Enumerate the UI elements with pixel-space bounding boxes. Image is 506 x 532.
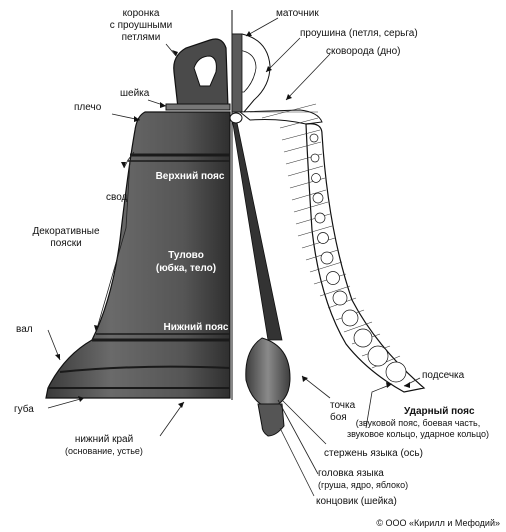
label-sterzhen: стержень языка (ось) bbox=[324, 448, 423, 459]
label-koronka-3: петлями bbox=[122, 32, 161, 43]
leader-lines bbox=[47, 17, 421, 497]
label-podsechka: подсечка bbox=[422, 370, 465, 381]
bell-cross-section bbox=[231, 33, 426, 393]
label-skovoroda: сковорода (дно) bbox=[326, 46, 400, 57]
crown-right-outline bbox=[232, 33, 271, 113]
label-udarniy-poyas: Ударный пояс bbox=[404, 406, 475, 417]
arrow-heads bbox=[55, 31, 410, 408]
label-koncovik: концовик (шейка) bbox=[316, 496, 397, 507]
label-golovka: головка языка bbox=[318, 468, 384, 479]
lip-ring bbox=[59, 365, 231, 373]
label-koronka-1: коронка bbox=[123, 8, 160, 19]
bell-left-half: Верхний пояс Тулово (юбка, тело) Нижний … bbox=[45, 38, 231, 399]
body-label: Тулово bbox=[168, 250, 204, 261]
crown-hole bbox=[193, 55, 217, 87]
clapper bbox=[229, 112, 291, 437]
label-tochka-boya-1: точка bbox=[330, 400, 356, 411]
label-plecho: плечо bbox=[74, 102, 102, 113]
label-golovka-sub: (груша, ядро, яблоко) bbox=[318, 480, 408, 490]
label-matochnik: маточник bbox=[276, 8, 319, 19]
label-udarniy-sub-1: (звуковой пояс, боевая часть, bbox=[356, 418, 480, 428]
label-udarniy-sub-2: звуковое кольцо, ударное кольцо) bbox=[347, 429, 489, 439]
label-nizhniy-kray-sub: (основание, устье) bbox=[65, 446, 143, 456]
label-decor-1: Декоративные bbox=[32, 226, 99, 237]
clapper-top-ring bbox=[229, 112, 243, 124]
clapper-head bbox=[245, 337, 291, 409]
label-tochka-boya-2: боя bbox=[330, 411, 347, 423]
label-val: вал bbox=[16, 324, 33, 335]
clapper-tail bbox=[257, 403, 285, 437]
crown-right-inner bbox=[237, 49, 257, 93]
lower-belt-label: Нижний пояс bbox=[164, 322, 229, 333]
neck-ring bbox=[165, 103, 231, 111]
label-guba: губа bbox=[14, 403, 34, 415]
wall-thickness-circles bbox=[309, 133, 407, 383]
matochnik-block bbox=[231, 33, 243, 113]
label-svod: свод bbox=[106, 192, 128, 203]
clapper-rod bbox=[231, 117, 283, 341]
cross-section-top bbox=[238, 109, 323, 125]
label-sheyka: шейка bbox=[120, 88, 150, 99]
label-proushina: проушина (петля, серьга) bbox=[300, 28, 418, 39]
body-sub-label: (юбка, тело) bbox=[156, 262, 216, 274]
upper-belt-label: Верхний пояс bbox=[156, 171, 225, 182]
label-nizhniy-kray: нижний край bbox=[75, 434, 133, 445]
label-koronka-2: с проушными bbox=[110, 20, 172, 31]
copyright: © ООО «Кирилл и Мефодий» bbox=[376, 518, 500, 528]
label-decor-2: пояски bbox=[50, 238, 81, 249]
